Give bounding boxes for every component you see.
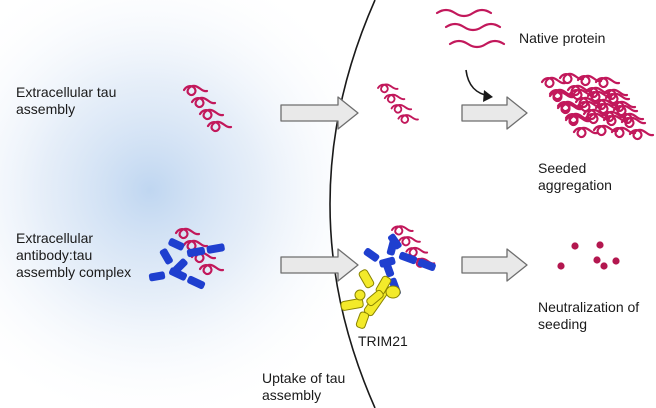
neutralization-label-line2: seeding [538,316,588,332]
seeded-aggregation-label: Seeded aggregation [538,160,612,194]
native-protein-label: Native protein [519,30,606,46]
uptake-label: Uptake of tau assembly [262,370,345,404]
arrow-right-icon [280,248,359,282]
neutralization-label: Neutralization of seeding [538,299,639,333]
antibody-complex-label-line2: antibody:tau [16,247,93,263]
arrow-right-icon [461,248,528,282]
antibody-complex-label: Extracellular antibody:tau assembly comp… [16,230,131,281]
tau-aggregate-icon [378,85,418,123]
curved-arrow-icon [465,69,493,102]
antibody-complex-label-line3: assembly complex [16,264,132,280]
seeded-aggregate-icon [542,74,653,139]
neutralization-label-line1: Neutralization of [538,299,640,315]
uptake-label-line2: assembly [262,387,322,403]
seeded-aggregation-label-line1: Seeded [538,160,587,176]
neutralized-particles-icon [557,241,620,270]
antibody-complex-label-line1: Extracellular [16,230,94,246]
arrow-right-icon [461,96,528,130]
extracellular-tau-label: Extracellular tau assembly [16,84,116,118]
seeded-aggregation-label-line2: aggregation [538,177,612,193]
uptake-label-line1: Uptake of tau [262,370,346,386]
arrow-right-icon [280,96,359,130]
trim21-label: TRIM21 [358,333,408,349]
extracellular-tau-label-line1: Extracellular tau [16,84,117,100]
native-protein-icon [435,8,506,49]
extracellular-tau-label-line2: assembly [16,101,76,117]
cell-membrane [329,0,376,408]
trim21-icon [340,269,401,329]
